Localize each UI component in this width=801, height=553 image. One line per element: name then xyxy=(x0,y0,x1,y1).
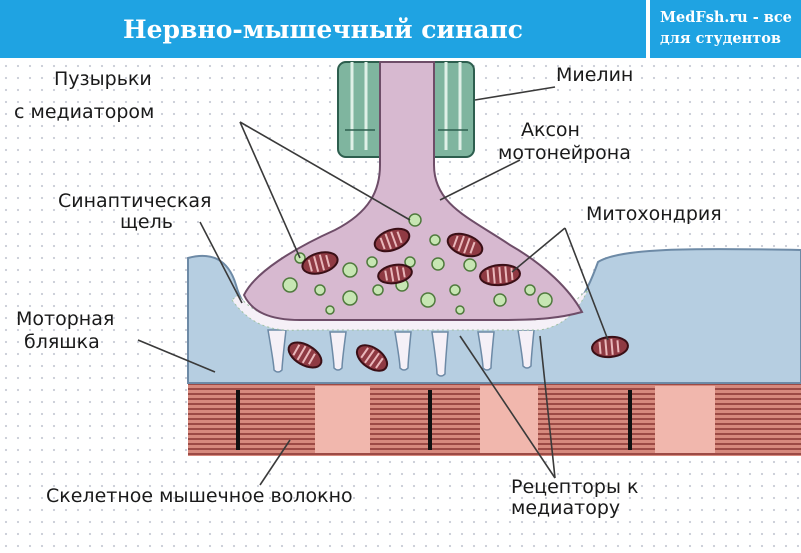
label-vesicles-line2: с медиатором xyxy=(14,101,155,123)
label-cleft-line2: щель xyxy=(120,211,173,233)
mitochondrion xyxy=(479,263,521,287)
mitochondrion xyxy=(355,344,389,372)
page-title: Нервно-мышечный синапс xyxy=(0,0,646,58)
site-brand: MedFsh.ru - все для студентов xyxy=(650,0,801,58)
mitochondrion xyxy=(373,227,411,253)
brand-line-2: для студентов xyxy=(660,30,781,47)
label-cleft-line1: Синаптическая xyxy=(58,190,212,212)
label-vesicles-line1: Пузырьки xyxy=(54,68,152,90)
muscle-fiber xyxy=(188,382,801,456)
label-axon-line1: Аксон xyxy=(521,119,580,141)
label-plaque-line2: бляшка xyxy=(24,331,100,353)
label-receptors-line1: Рецепторы к xyxy=(511,476,639,498)
mitochondrion xyxy=(591,335,629,359)
label-receptors-line2: медиатору xyxy=(511,497,621,519)
mitochondrion xyxy=(301,251,339,275)
mitochondria xyxy=(287,227,629,372)
mitochondrion xyxy=(377,263,413,285)
label-muscle-fiber: Скелетное мышечное волокно xyxy=(46,485,353,507)
label-myelin: Миелин xyxy=(556,64,634,86)
label-plaque-line1: Моторная xyxy=(16,308,115,330)
junctional-folds xyxy=(267,329,535,377)
pointer-lines xyxy=(137,86,609,486)
brand-line-1: MedFsh.ru - все xyxy=(660,9,792,26)
mitochondrion xyxy=(287,341,323,369)
label-mitochondria: Митохондрия xyxy=(586,203,722,225)
mitochondrion xyxy=(446,232,484,258)
label-axon-line2: мотонейрона xyxy=(498,142,631,164)
